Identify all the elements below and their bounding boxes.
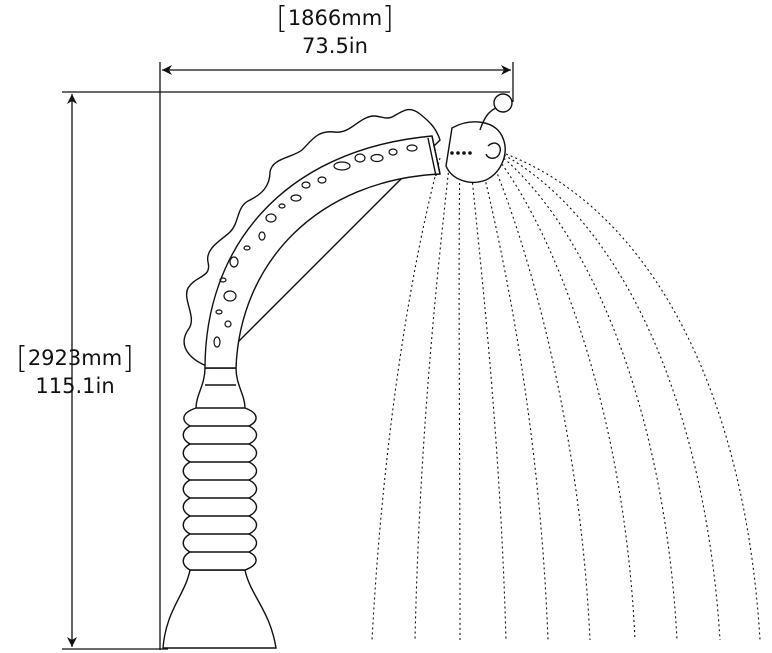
water-spray	[371, 153, 761, 641]
height-imperial-value: 115.1in	[35, 374, 115, 398]
width-metric-value: 1866mm	[287, 6, 383, 30]
fountain-knob	[493, 93, 513, 113]
fountain-body	[162, 93, 513, 649]
width-bracket-close: ]	[382, 1, 394, 36]
width-imperial-value: 73.5in	[302, 34, 368, 58]
fountain-base	[162, 569, 277, 649]
height-dimension-label: [2923mm] 115.1in	[0, 344, 150, 397]
fountain-ribbed-column	[182, 367, 258, 571]
height-metric-value: 2923mm	[27, 346, 123, 370]
neck-perforations	[213, 144, 472, 348]
height-dimension	[62, 91, 510, 650]
height-metric-line: [2923mm]	[0, 344, 150, 374]
width-bracket-open: [	[276, 1, 288, 36]
width-dimension-label: [1866mm] 73.5in	[250, 4, 420, 57]
width-metric-line: [1866mm]	[250, 4, 420, 34]
fountain-nozzle-head	[445, 121, 506, 184]
height-bracket-open: [	[16, 341, 28, 376]
width-dimension	[159, 62, 514, 650]
height-bracket-close: ]	[122, 341, 134, 376]
